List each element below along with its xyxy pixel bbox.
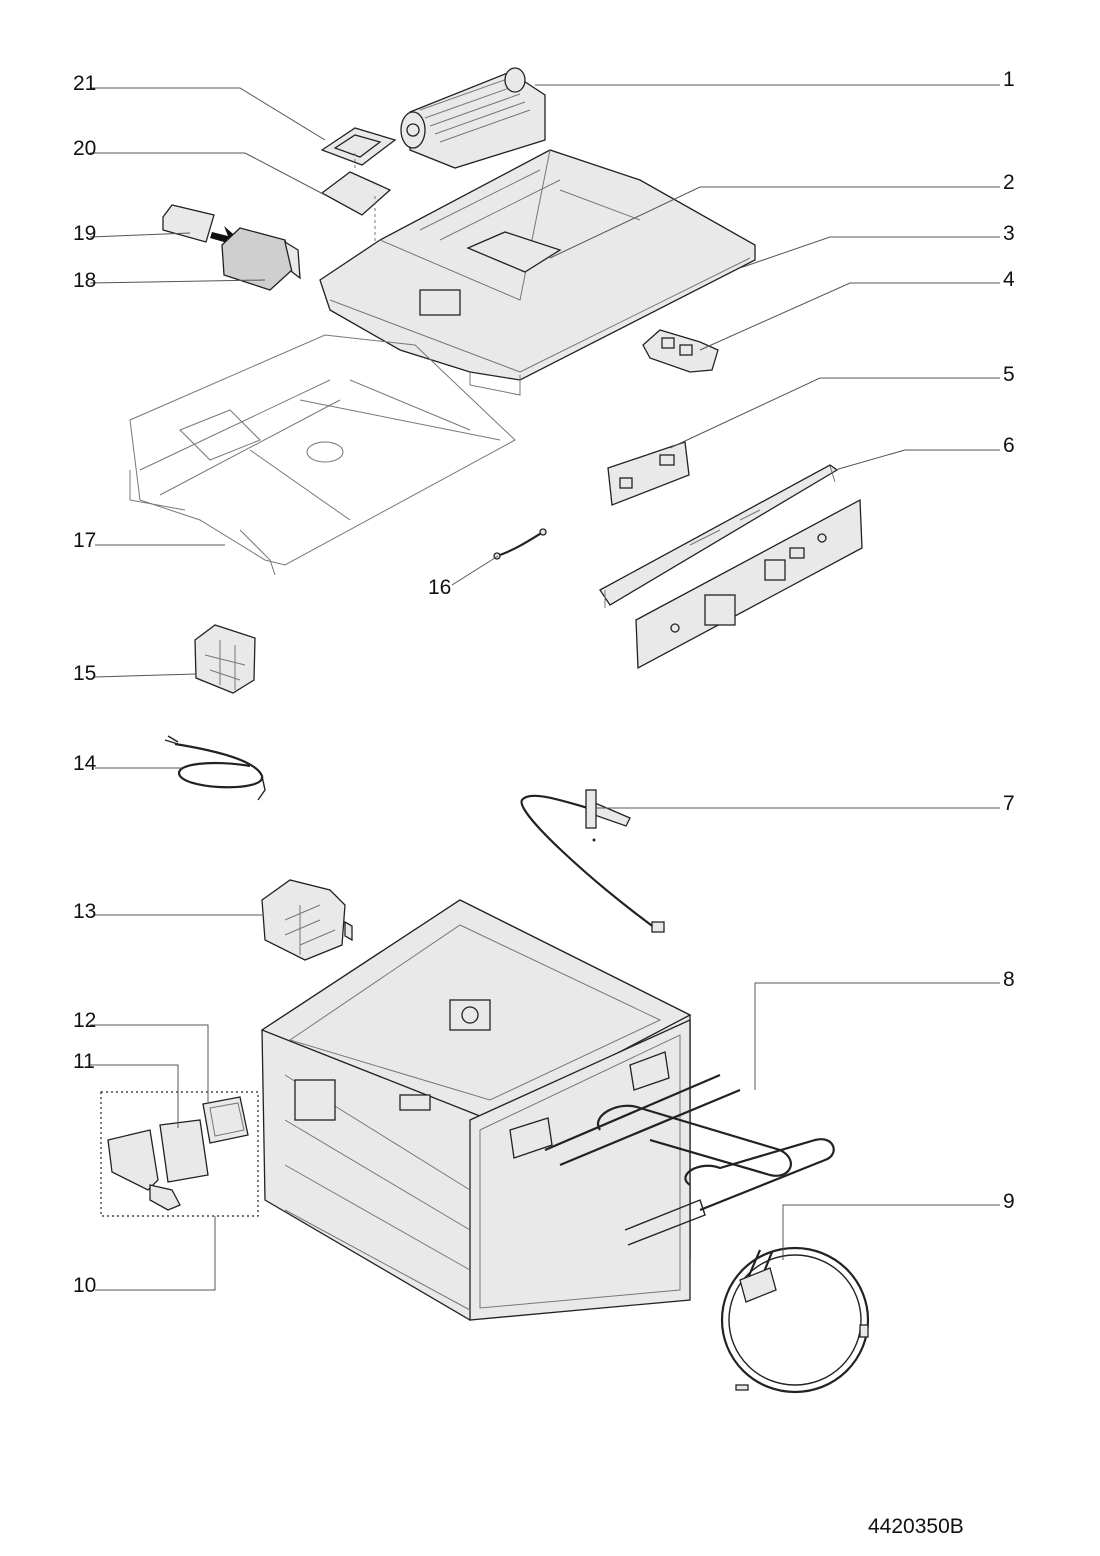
lamp-seal-drawing [159, 1119, 209, 1183]
lamp-glass-drawing [202, 1096, 249, 1144]
leader-line-5 [669, 377, 1000, 449]
callout-7: 7 [1003, 792, 1015, 815]
base-frame-drawing [129, 334, 516, 576]
callout-18: 18 [73, 269, 96, 292]
callout-9: 9 [1003, 1190, 1015, 1213]
top-panel-drawing [319, 149, 756, 396]
callout-14: 14 [73, 752, 97, 775]
cover-plate-drawing [320, 127, 397, 166]
leader-line-12 [90, 1024, 209, 1102]
callout-13: 13 [73, 900, 96, 923]
leader-line-4 [699, 282, 1000, 351]
callout-3: 3 [1003, 222, 1015, 245]
leader-line-9 [782, 1204, 1000, 1260]
leader-line-10 [95, 1216, 216, 1291]
callout-15: 15 [73, 662, 96, 685]
document-code: 4420350B [868, 1515, 964, 1538]
callout-10: 10 [73, 1274, 96, 1297]
callout-1: 1 [1003, 68, 1015, 91]
tangential-fan-drawing [400, 67, 546, 169]
callout-21: 21 [73, 72, 96, 95]
circular-heating-element-drawing [720, 1246, 870, 1394]
callout-16: 16 [428, 576, 451, 599]
leader-line-3 [739, 236, 1000, 269]
relay-box-drawing [221, 227, 301, 291]
callout-11: 11 [73, 1050, 95, 1073]
terminal-block-drawing [642, 329, 719, 373]
leader-line-15 [94, 673, 197, 678]
callout-8: 8 [1003, 968, 1015, 991]
convection-fan-motor-drawing [261, 879, 353, 961]
oven-cavity-drawing [260, 899, 692, 1321]
power-cable-drawing [164, 735, 266, 801]
callout-labels: 1 2 3 4 5 6 7 8 9 10 11 12 13 14 15 16 1… [73, 68, 1015, 1297]
callout-19: 19 [73, 222, 96, 245]
callout-12: 12 [73, 1009, 96, 1032]
leader-line-8 [754, 982, 1000, 1090]
leader-line-2 [549, 186, 1000, 259]
grill-heating-element-drawing [509, 1051, 835, 1246]
leader-line-11 [90, 1064, 179, 1128]
leader-line-19 [89, 232, 191, 238]
lamp-kit-drawing [100, 1091, 259, 1217]
display-board-drawing [607, 441, 690, 506]
control-panel-assembly-drawing [599, 464, 863, 670]
leader-line-6 [834, 449, 1000, 471]
leader-line-20 [90, 152, 326, 196]
callout-2: 2 [1003, 171, 1015, 194]
leader-line-16 [451, 555, 499, 586]
callout-5: 5 [1003, 363, 1015, 386]
callout-17: 17 [73, 529, 96, 552]
lamp-cover-drawing [107, 1129, 181, 1211]
callout-20: 20 [73, 137, 96, 160]
callout-4: 4 [1003, 268, 1015, 291]
callout-6: 6 [1003, 434, 1015, 457]
leader-line-18 [89, 279, 266, 284]
leader-line-21 [90, 87, 326, 141]
connector-block-drawing [194, 624, 256, 694]
leader-lines [89, 84, 1000, 1291]
short-cable-drawing [493, 528, 547, 560]
temperature-probe-drawing [520, 789, 665, 933]
